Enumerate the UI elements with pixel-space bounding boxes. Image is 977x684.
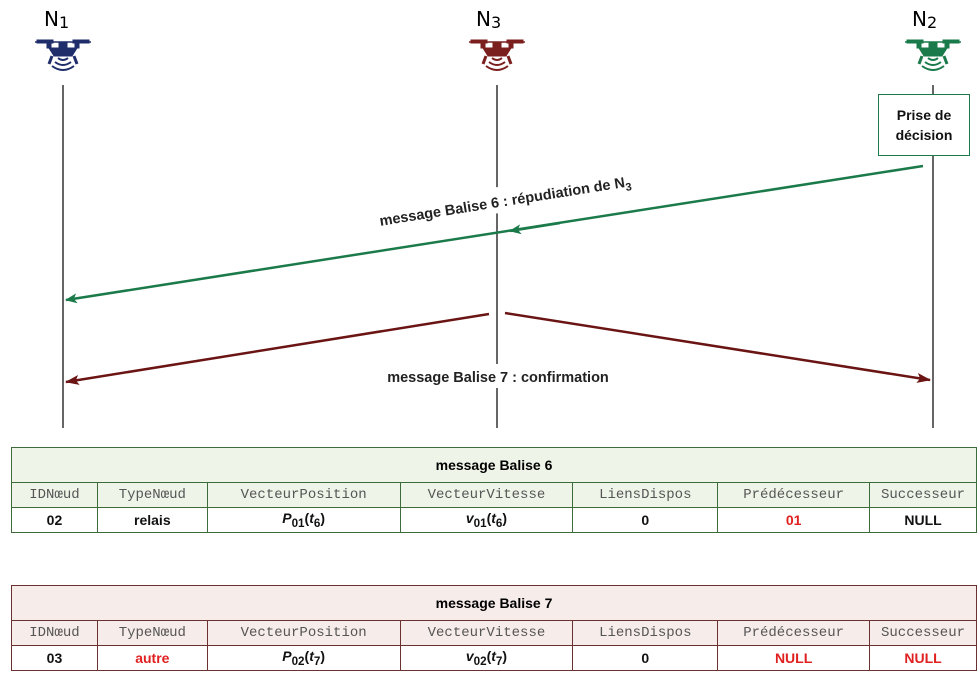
column-header-id: IDNœud [11, 620, 98, 646]
column-header-successeur: Successeur [869, 482, 977, 508]
column-header-vitesse: VecteurVitesse [399, 620, 574, 646]
table-row: 03 autre P02(t7) v02(t7) 0 NULL NULL [11, 645, 977, 671]
cell-id: 03 [11, 645, 98, 671]
node-label-n2: N2 [912, 7, 937, 32]
column-header-type: TypeNœud [96, 482, 208, 508]
cell-predecesseur: 01 [717, 507, 871, 533]
message-6-arrow [65, 164, 924, 304]
drone-icon-n2 [903, 38, 963, 72]
decision-box: Prise de décision [878, 94, 970, 156]
cell-id: 02 [11, 507, 98, 533]
message-7-arrow-left [65, 312, 490, 385]
sequence-diagram: N1 N3 N2 message Balise 6 : répudiation … [33, 7, 963, 428]
column-header-position: VecteurPosition [206, 482, 401, 508]
message-6-label-bg [339, 160, 672, 238]
message-7-label: message Balise 7 : confirmation [387, 370, 609, 386]
column-header-liens: LiensDispos [572, 620, 719, 646]
cell-successeur: NULL [869, 645, 977, 671]
node-label-n1: N1 [44, 7, 69, 32]
column-header-predecesseur: Prédécesseur [717, 620, 871, 646]
column-header-type: TypeNœud [96, 620, 208, 646]
cell-predecesseur: NULL [717, 645, 871, 671]
column-header-vitesse: VecteurVitesse [399, 482, 574, 508]
table-title: message Balise 6 [11, 447, 977, 483]
message-7-arrow-right [504, 311, 931, 383]
cell-liens: 0 [572, 645, 719, 671]
balise-7-table: message Balise 7 IDNœud TypeNœud Vecteur… [11, 585, 977, 671]
node-label-n3: N3 [476, 7, 501, 32]
balise-6-table: message Balise 6 IDNœud TypeNœud Vecteur… [11, 447, 977, 533]
cell-vitesse: v01(t6) [399, 507, 574, 533]
column-header-predecesseur: Prédécesseur [717, 482, 871, 508]
column-header-liens: LiensDispos [572, 482, 719, 508]
cell-vitesse: v02(t7) [399, 645, 574, 671]
drone-icon-n3 [467, 38, 527, 72]
drone-icon-n1 [33, 38, 93, 72]
message-7-label-bg [338, 364, 660, 388]
header-row: IDNœud TypeNœud VecteurPosition VecteurV… [11, 482, 977, 508]
cell-liens: 0 [572, 507, 719, 533]
decision-text: Prise de décision [895, 107, 953, 143]
column-header-id: IDNœud [11, 482, 98, 508]
column-header-position: VecteurPosition [206, 620, 401, 646]
cell-type: relais [96, 507, 208, 533]
table-title: message Balise 7 [11, 585, 977, 621]
cell-type: autre [96, 645, 208, 671]
cell-position: P01(t6) [206, 507, 401, 533]
cell-position: P02(t7) [206, 645, 401, 671]
table-row: 02 relais P01(t6) v01(t6) 0 01 NULL [11, 507, 977, 533]
header-row: IDNœud TypeNœud VecteurPosition VecteurV… [11, 620, 977, 646]
column-header-successeur: Successeur [869, 620, 977, 646]
message-6-arrow-mid [509, 221, 561, 235]
cell-successeur: NULL [869, 507, 977, 533]
